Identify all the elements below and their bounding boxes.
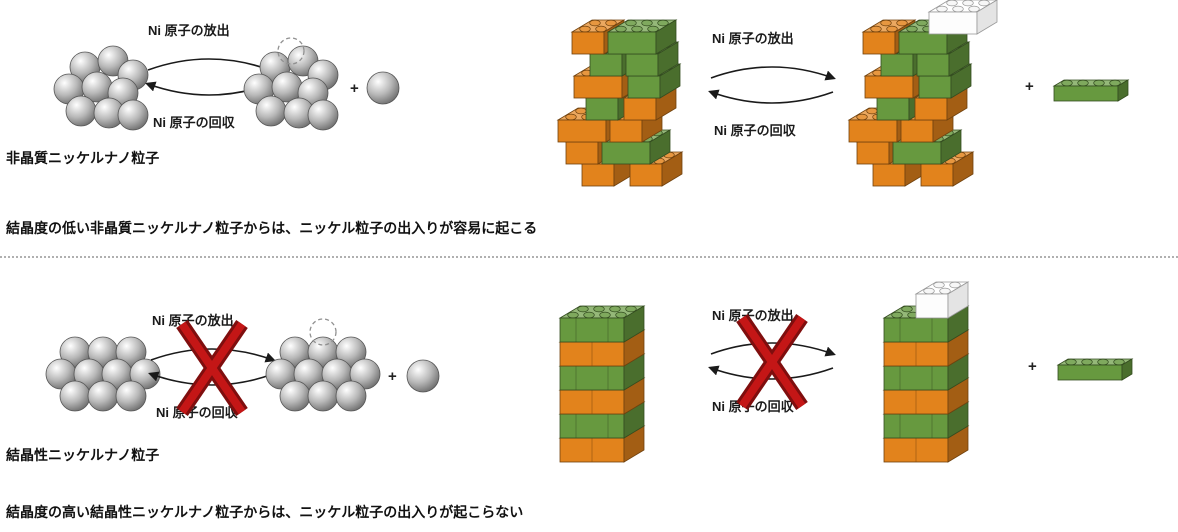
plus-sign: + [350,80,359,97]
released-brick-icon [1056,358,1134,381]
forbidden-cross-icon [736,314,808,410]
recover-label: Ni 原子の回収 [714,123,796,138]
reversible-arrows-icon [708,342,836,380]
crystalline-particle-label: 結晶性ニッケルナノ粒子 [6,447,160,463]
amorphous-brick-tower-with-removed-brick-icon [847,0,998,187]
release-label: Ni 原子の放出 [148,23,230,38]
amorphous-cluster-after-release-icon [243,37,339,131]
section-divider [0,256,1178,258]
reversible-arrows-icon [708,66,836,104]
release-label: Ni 原子の放出 [152,313,234,328]
recover-label: Ni 原子の回収 [153,115,235,130]
forbidden-cross-icon [176,320,248,416]
recover-label: Ni 原子の回収 [712,399,794,414]
release-label: Ni 原子の放出 [712,31,794,46]
release-label: Ni 原子の放出 [712,308,794,323]
plus-sign: + [1025,78,1034,95]
recover-label: Ni 原子の回収 [156,405,238,420]
crystalline-brick-tower-icon [558,305,646,463]
plus-sign: + [1028,358,1037,375]
crystalline-cluster-after-release-icon [265,318,381,412]
released-ni-atom-icon [366,71,400,105]
crystalline-brick-tower-with-added-brick-icon [882,281,970,463]
amorphous-brick-tower-icon [556,19,684,187]
amorphous-caption: 結晶度の低い非晶質ニッケルナノ粒子からは、ニッケル粒子の出入りが容易に起こる [6,220,538,236]
released-brick-icon [1052,79,1130,102]
crystalline-caption: 結晶度の高い結晶性ニッケルナノ粒子からは、ニッケル粒子の出入りが起こらない [6,504,524,520]
amorphous-particle-label: 非晶質ニッケルナノ粒子 [6,150,160,166]
released-ni-atom-icon [406,359,440,393]
amorphous-nanoparticle-cluster-icon [53,45,149,131]
plus-sign: + [388,368,397,385]
crystalline-nanoparticle-cluster-icon [45,336,161,412]
reversible-arrows-icon [148,348,276,386]
